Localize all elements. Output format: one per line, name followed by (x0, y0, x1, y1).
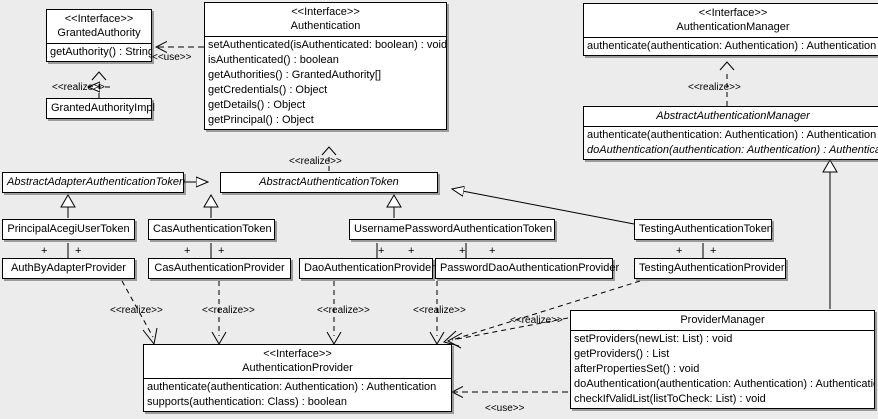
class-name: GrantedAuthority (57, 27, 141, 39)
association-multiplicity-plus: + (710, 245, 717, 257)
association-multiplicity-plus: + (184, 245, 191, 257)
class-header: <<Interface>> GrantedAuthority (47, 10, 151, 43)
method-item: checkIfValidList(listToCheck: List) : vo… (574, 393, 766, 405)
method-item: getProviders() : List (574, 348, 670, 360)
method-item: getAuthorities() : GrantedAuthority[] (208, 69, 382, 81)
class-abstract-adapter-authentication-token[interactable]: AbstractAdapterAuthenticationToken (2, 172, 186, 193)
edge-label-realize-abstract-authentication-token: <<realize>> (289, 156, 342, 167)
class-name: PrincipalAcegiUserToken (7, 223, 130, 235)
association-multiplicity-plus: + (378, 245, 385, 257)
method-item: doAuthentication(authentication: Authent… (574, 378, 874, 390)
class-abstract-authentication-token[interactable]: AbstractAuthenticationToken (220, 172, 438, 193)
association-multiplicity-plus: + (41, 245, 48, 257)
class-username-password-authentication-token[interactable]: UsernamePasswordAuthenticationToken (349, 219, 555, 240)
method-item: getAuthority() : String (50, 46, 151, 58)
class-cas-authentication-provider[interactable]: CasAuthenticationProvider (148, 258, 291, 279)
class-name: CasAuthenticationProvider (154, 262, 285, 274)
class-name: PasswordDaoAuthenticationProvider (440, 262, 620, 274)
class-authentication[interactable]: <<Interface>> Authentication setAuthenti… (204, 2, 447, 130)
method-item: isAuthenticated() : boolean (208, 54, 339, 66)
association-multiplicity-plus: + (459, 245, 466, 257)
class-name: TestingAuthenticationProvider (639, 262, 785, 274)
class-name: ProviderManager (680, 314, 765, 326)
association-multiplicity-plus: + (75, 245, 82, 257)
class-header: ProviderManager (571, 311, 874, 330)
method-item: setAuthenticated(isAuthenticated: boolea… (208, 39, 446, 51)
association-multiplicity-plus: + (676, 245, 683, 257)
method-item: afterPropertiesSet() : void (574, 363, 700, 375)
members-compartment: authenticate(authentication: Authenticat… (584, 126, 878, 159)
edge-label-realize-auth-by-adapter: <<realize>> (110, 305, 163, 316)
stereotype-label: <<Interface>> (263, 348, 332, 360)
edge-label-use-granted-authority: <<use>> (152, 52, 192, 63)
class-header: <<Interface>> Authentication (205, 3, 446, 36)
members-compartment: authenticate(authentication: Authenticat… (584, 37, 878, 55)
edge-label-realize-password-dao: <<realize>> (413, 305, 466, 316)
class-password-dao-authentication-provider[interactable]: PasswordDaoAuthenticationProvider (435, 258, 620, 279)
class-granted-authority[interactable]: <<Interface>> GrantedAuthority getAuthor… (46, 9, 152, 62)
method-item: authenticate(authentication: Authenticat… (147, 381, 437, 393)
class-name: UsernamePasswordAuthenticationToken (354, 223, 553, 235)
class-name: GrantedAuthorityImpl (51, 102, 155, 114)
class-name: AbstractAdapterAuthenticationToken (7, 176, 186, 188)
class-principal-acegi-user-token[interactable]: PrincipalAcegiUserToken (2, 219, 135, 240)
class-name: AuthenticationProvider (242, 362, 353, 374)
members-compartment: setAuthenticated(isAuthenticated: boolea… (205, 36, 446, 129)
class-header: <<Interface>> AuthenticationManager (584, 4, 878, 37)
method-item: supports(authentication: Class) : boolea… (147, 396, 347, 408)
edge-label-realize-dao: <<realize>> (317, 305, 370, 316)
association-multiplicity-plus: + (408, 245, 415, 257)
method-item: authenticate(authentication: Authenticat… (587, 40, 877, 52)
edge-label-realize-provider-manager: <<realize>> (510, 315, 563, 326)
edge-label-realize-granted-authority-impl: <<realize>> (52, 82, 105, 93)
method-item: getDetails() : Object (208, 99, 306, 111)
members-compartment: setProviders(newList: List) : void getPr… (571, 330, 874, 408)
method-item: setProviders(newList: List) : void (574, 333, 733, 345)
class-name: DaoAuthenticationProvider (304, 262, 435, 274)
class-name: AbstractAuthenticationToken (259, 176, 399, 188)
class-header: <<Interface>> AuthenticationProvider (144, 345, 451, 378)
stereotype-label: <<Interface>> (64, 13, 134, 25)
class-authentication-provider[interactable]: <<Interface>> AuthenticationProvider aut… (143, 344, 452, 412)
method-item: getPrincipal() : Object (208, 114, 314, 126)
class-name: Authentication (290, 20, 361, 32)
class-name: AuthenticationManager (676, 21, 790, 33)
class-name: AbstractAuthenticationManager (656, 110, 810, 122)
edge-label-use-provider-manager: <<use>> (485, 403, 525, 414)
method-item: doAuthentication(authentication: Authent… (587, 144, 878, 156)
class-name: CasAuthenticationToken (153, 223, 272, 235)
class-auth-by-adapter-provider[interactable]: AuthByAdapterProvider (2, 258, 135, 279)
class-provider-manager[interactable]: ProviderManager setProviders(newList: Li… (570, 310, 875, 409)
class-testing-authentication-provider[interactable]: TestingAuthenticationProvider (634, 258, 786, 279)
class-authentication-manager[interactable]: <<Interface>> AuthenticationManager auth… (583, 3, 878, 56)
class-granted-authority-impl[interactable]: GrantedAuthorityImpl (46, 98, 155, 119)
stereotype-label: <<Interface>> (698, 7, 768, 19)
edge-label-realize-abstract-authentication-manager: <<realize>> (688, 82, 741, 93)
stereotype-label: <<Interface>> (291, 6, 360, 18)
association-multiplicity-plus: + (218, 245, 225, 257)
method-item: authenticate(authentication: Authenticat… (587, 129, 877, 141)
class-testing-authentication-token[interactable]: TestingAuthenticationToken (634, 219, 773, 240)
class-cas-authentication-token[interactable]: CasAuthenticationToken (148, 219, 275, 240)
class-abstract-authentication-manager[interactable]: AbstractAuthenticationManager authentica… (583, 106, 878, 160)
class-name: AuthByAdapterProvider (11, 262, 126, 274)
association-multiplicity-plus: + (489, 245, 496, 257)
class-name: TestingAuthenticationToken (639, 223, 773, 235)
method-item: getCredentials() : Object (208, 84, 328, 96)
members-compartment: authenticate(authentication: Authenticat… (144, 378, 451, 411)
members-compartment: getAuthority() : String (47, 43, 151, 61)
class-dao-authentication-provider[interactable]: DaoAuthenticationProvider (299, 258, 435, 279)
edge-label-realize-cas: <<realize>> (202, 305, 255, 316)
class-header: AbstractAuthenticationManager (584, 107, 878, 126)
